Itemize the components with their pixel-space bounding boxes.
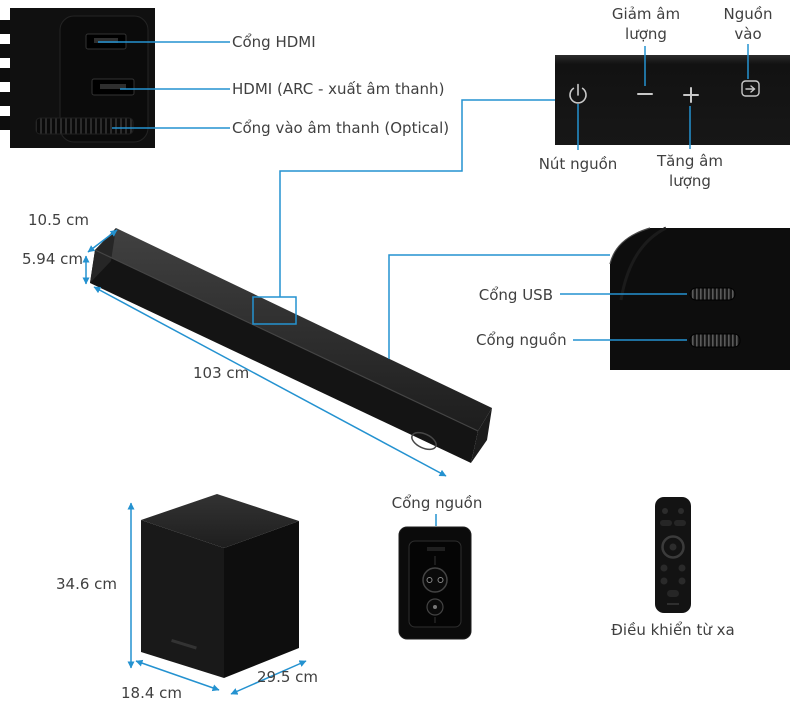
label-volume-up: Tăng âm lượng (657, 152, 723, 190)
label-side-power-port: Cổng nguồn (476, 331, 567, 349)
dimension-soundbar-length: 103 cm (193, 364, 250, 382)
connector-line (279, 99, 555, 297)
power-port-icon (689, 333, 741, 348)
label-volume-down: Giảm âm lượng (611, 5, 681, 43)
power-socket-icon (422, 567, 448, 616)
hdmi-arc-port-icon (91, 78, 135, 96)
power-connector-closeup (398, 526, 472, 640)
volume-up-icon (683, 87, 699, 103)
power-icon (569, 83, 587, 104)
remote-dpad-icon (661, 535, 685, 559)
label-input-source: Nguồn vào (723, 5, 773, 43)
remote-illustration (655, 497, 691, 613)
dimension-subwoofer-width: 18.4 cm (121, 684, 183, 702)
control-panel-closeup (555, 55, 790, 145)
back-panel-closeup (0, 8, 155, 148)
label-hdmi-port: Cổng HDMI (232, 33, 316, 51)
dimension-arrows (82, 229, 447, 695)
optical-port-icon (35, 117, 134, 135)
input-source-icon (741, 80, 760, 97)
label-power-button: Nút nguồn (538, 155, 618, 173)
dimension-soundbar-height: 5.94 cm (22, 250, 84, 268)
label-subwoofer-power-port: Cổng nguồn (391, 494, 483, 512)
subwoofer-illustration (141, 494, 299, 678)
usb-port-icon (689, 287, 736, 301)
dimension-subwoofer-depth: 29.5 cm (257, 668, 319, 686)
side-ports-closeup (609, 226, 790, 370)
label-hdmi-arc-port: HDMI (ARC - xuất âm thanh) (232, 80, 445, 98)
dimension-arrow-sub-width (135, 659, 220, 692)
soundbar-illustration (90, 228, 492, 463)
dimension-subwoofer-height: 34.6 cm (56, 575, 118, 593)
label-usb-port: Cổng USB (478, 286, 553, 304)
dimension-arrow-depth (87, 229, 118, 253)
dimension-soundbar-depth: 10.5 cm (28, 211, 90, 229)
dimension-arrow-sub-depth (230, 660, 307, 695)
label-optical-port: Cổng vào âm thanh (Optical) (232, 119, 450, 137)
label-remote-control: Điều khiển từ xa (611, 621, 735, 639)
dimension-arrow-length (93, 286, 447, 477)
